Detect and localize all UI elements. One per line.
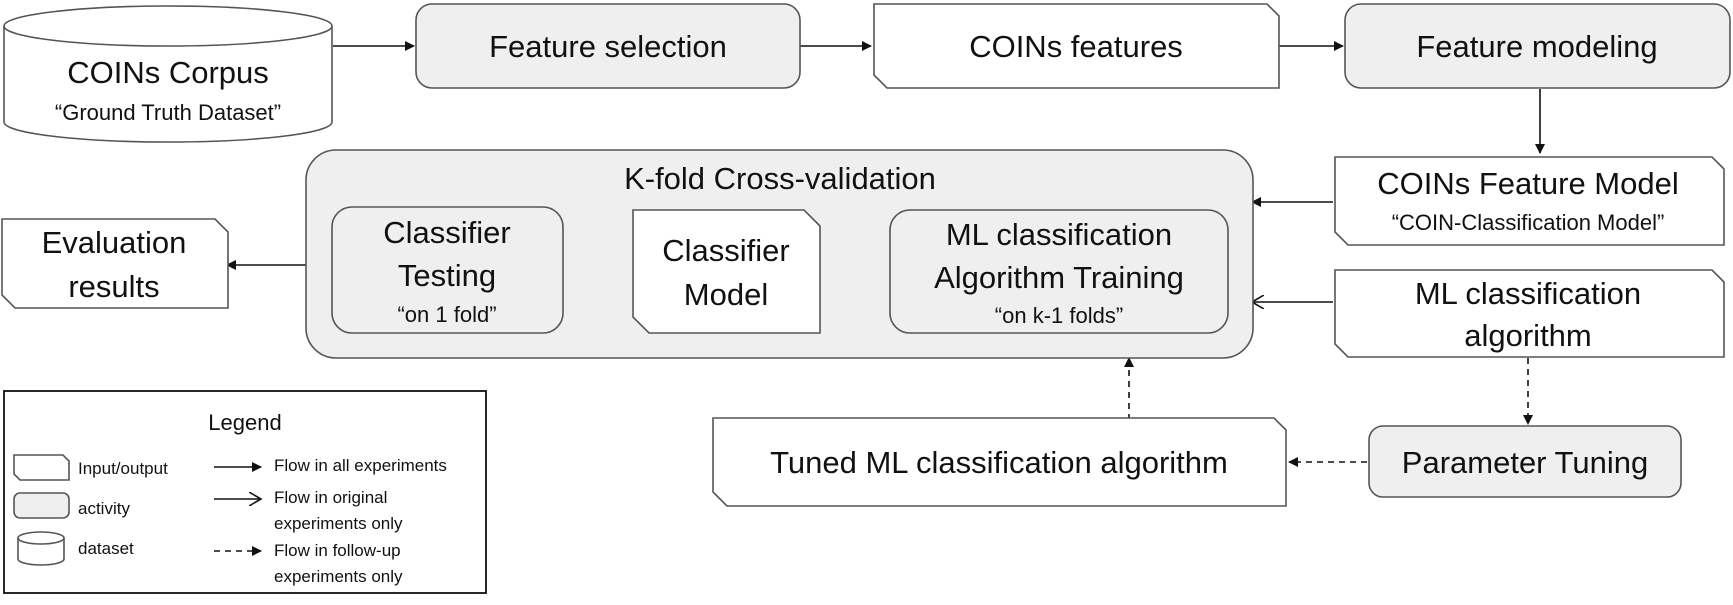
legend-flow-original-line2: experiments only xyxy=(274,514,403,533)
feature-selection-label: Feature selection xyxy=(489,29,727,64)
evaluation-line1: Evaluation xyxy=(42,225,187,260)
ml-training-line2: Algorithm Training xyxy=(934,260,1184,295)
classifier-model-line2: Model xyxy=(684,277,768,312)
legend-activity-label: activity xyxy=(78,499,130,518)
legend-box xyxy=(3,390,487,594)
node-feature-selection: Feature selection xyxy=(415,3,801,89)
node-tuned-ml-algorithm: Tuned ML classification algorithm xyxy=(712,417,1287,507)
coins-features-label: COINs features xyxy=(969,29,1183,64)
feature-model-title: COINs Feature Model xyxy=(1377,166,1679,201)
legend-flow-all-line1: Flow in all experiments xyxy=(274,456,447,475)
node-feature-modeling: Feature modeling xyxy=(1344,3,1731,89)
legend-flow-followup-line1: Flow in follow-up xyxy=(274,541,401,560)
node-coins-feature-model: COINs Feature Model “COIN-Classification… xyxy=(1334,156,1725,246)
cylinder-body xyxy=(3,26,333,143)
parameter-tuning-label: Parameter Tuning xyxy=(1402,445,1648,480)
node-parameter-tuning: Parameter Tuning xyxy=(1368,425,1682,498)
feature-model-subtitle: “COIN-Classification Model” xyxy=(1392,210,1665,235)
node-evaluation-results: Evaluation results xyxy=(1,218,229,309)
ml-training-line1: ML classification xyxy=(946,217,1172,252)
legend-activity-shape-icon xyxy=(13,492,70,519)
legend-flow-original-line1: Flow in original xyxy=(274,488,387,507)
node-ml-classification-algorithm: ML classification algorithm xyxy=(1334,269,1725,358)
corpus-title: COINs Corpus xyxy=(67,55,269,90)
tuned-algorithm-label: Tuned ML classification algorithm xyxy=(770,445,1228,480)
ml-training-subtitle: “on k-1 folds” xyxy=(995,303,1123,328)
node-classifier-testing: Classifier Testing “on 1 fold” xyxy=(331,206,564,334)
feature-modeling-label: Feature modeling xyxy=(1416,29,1657,64)
node-ml-algorithm-training: ML classification Algorithm Training “on… xyxy=(889,209,1229,334)
legend-dataset-shape-icon xyxy=(17,531,65,566)
ml-algorithm-line2: algorithm xyxy=(1464,318,1592,353)
legend-dataset-label: dataset xyxy=(78,539,134,558)
node-classifier-model: Classifier Model xyxy=(632,209,821,334)
evaluation-line2: results xyxy=(68,269,159,304)
corpus-subtitle: “Ground Truth Dataset” xyxy=(55,100,281,125)
classifier-model-line1: Classifier xyxy=(662,233,789,268)
node-coins-corpus: COINs Corpus “Ground Truth Dataset” xyxy=(3,5,333,143)
legend: Legend Input/output activity dataset Flo… xyxy=(3,390,487,594)
ml-algorithm-line1: ML classification xyxy=(1415,276,1641,311)
node-coins-features: COINs features xyxy=(873,3,1280,89)
legend-io-label: Input/output xyxy=(78,459,168,478)
legend-io-shape-icon xyxy=(13,454,70,481)
legend-flow-followup-line2: experiments only xyxy=(274,567,403,586)
classifier-testing-subtitle: “on 1 fold” xyxy=(397,302,496,327)
legend-title: Legend xyxy=(208,410,281,435)
classifier-testing-line2: Testing xyxy=(398,258,496,293)
kfold-title: K-fold Cross-validation xyxy=(624,161,936,196)
classifier-testing-line1: Classifier xyxy=(383,215,510,250)
cylinder-top xyxy=(3,5,333,47)
